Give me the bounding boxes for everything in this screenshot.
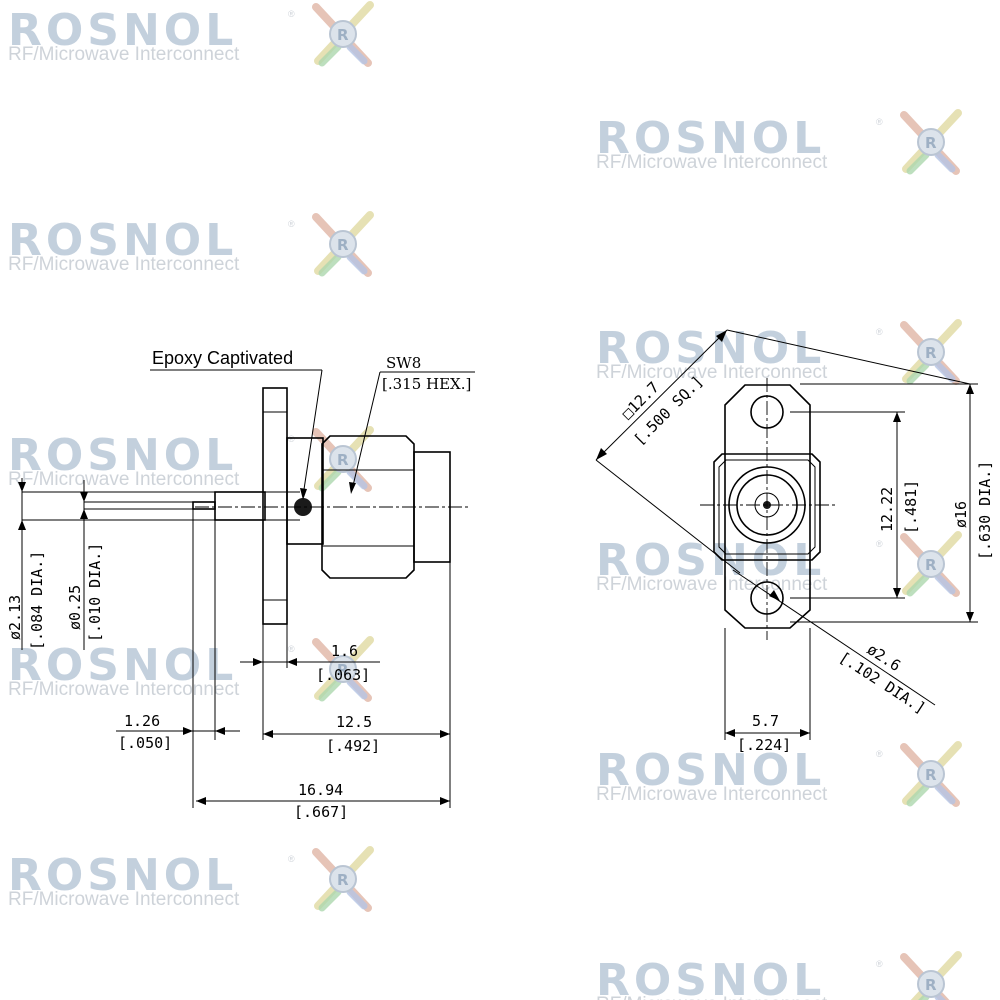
watermark-tagline: RF/Microwave Interconnect: [8, 254, 240, 275]
watermark: ROSNOL ® RF/Microwave Interconnect: [8, 850, 370, 910]
half-width-in: [.224]: [737, 736, 791, 754]
watermark-brand: ROSNOL: [8, 430, 237, 481]
watermark-brand: ROSNOL: [8, 850, 237, 901]
rosnol-logo-icon: [316, 215, 370, 273]
flange-thickness-in: [.063]: [316, 666, 370, 684]
rosnol-logo-icon: [904, 745, 958, 803]
outer-dia-in: [.084 DIA.]: [28, 551, 46, 650]
watermark-tagline: RF/Microwave Interconnect: [8, 44, 240, 65]
outer-dia-mm: ø2.13: [6, 595, 24, 640]
watermark-brand: ROSNOL: [596, 745, 825, 796]
side-view: Epoxy Captivated SW8 [.315 HEX.] ø2.13 […: [6, 348, 475, 821]
watermark-registered: ®: [288, 434, 295, 444]
rosnol-logo-icon: [904, 113, 958, 171]
pin-dia-in: [.010 DIA.]: [86, 543, 104, 642]
watermark-brand: ROSNOL: [596, 113, 825, 164]
pin-extension-mm: 1.26: [124, 712, 160, 730]
watermark-registered: ®: [876, 749, 883, 759]
rosnol-logo-icon: [316, 430, 370, 488]
watermark-tagline: RF/Microwave Interconnect: [8, 469, 240, 490]
body-length-in: [.492]: [326, 737, 380, 755]
overall-length-mm: 16.94: [298, 781, 343, 799]
watermark: ROSNOL ® RF/Microwave Interconnect: [8, 430, 370, 490]
watermark-tagline: RF/Microwave Interconnect: [596, 994, 828, 1000]
watermark: ROSNOL ® RF/Microwave Interconnect: [596, 113, 958, 173]
pin-extension-in: [.050]: [118, 734, 172, 752]
watermark-registered: ®: [288, 644, 295, 654]
watermark-tagline: RF/Microwave Interconnect: [596, 784, 828, 805]
flange-thickness-mm: 1.6: [331, 642, 358, 660]
rosnol-logo-icon: [904, 535, 958, 593]
watermark-registered: ®: [288, 219, 295, 229]
overall-length-in: [.667]: [294, 803, 348, 821]
hole-spacing-in: [.481]: [902, 480, 920, 534]
watermark-registered: ®: [288, 854, 295, 864]
pin-dia-mm: ø0.25: [66, 585, 84, 630]
watermark-tagline: RF/Microwave Interconnect: [596, 574, 828, 595]
watermark: ROSNOL ® RF/Microwave Interconnect: [8, 215, 370, 275]
rosnol-logo-icon: [316, 850, 370, 908]
epoxy-callout-label: Epoxy Captivated: [152, 348, 293, 368]
watermark-registered: ®: [288, 9, 295, 19]
rosnol-logo-icon: [904, 955, 958, 1000]
watermark-registered: ®: [876, 959, 883, 969]
rosnol-logo-icon: [316, 5, 370, 63]
hex-size-inch-label: [.315 HEX.]: [382, 375, 471, 393]
watermark-brand: ROSNOL: [8, 5, 237, 56]
watermark-registered: ®: [876, 539, 883, 549]
watermark-tagline: RF/Microwave Interconnect: [596, 362, 828, 383]
watermark-registered: ®: [876, 327, 883, 337]
hex-size-label: SW8: [386, 354, 421, 372]
watermark: ROSNOL ® RF/Microwave Interconnect: [8, 5, 370, 65]
watermark-brand: ROSNOL: [596, 955, 825, 1000]
watermark-registered: ®: [876, 117, 883, 127]
watermark-tagline: RF/Microwave Interconnect: [8, 679, 240, 700]
half-width-mm: 5.7: [752, 712, 779, 730]
flange-dia-mm: ø16: [952, 501, 970, 528]
watermark: ROSNOL®RF/Microwave Interconnect: [596, 323, 958, 383]
flange-dia-in: [.630 DIA.]: [976, 461, 994, 560]
body-length-mm: 12.5: [336, 713, 372, 731]
watermark-brand: ROSNOL: [8, 215, 237, 266]
watermark: ROSNOL ® RF/Microwave Interconnect: [8, 640, 370, 700]
watermark: ROSNOL ® RF/Microwave Interconnect: [596, 745, 958, 805]
rosnol-logo-icon: [904, 323, 958, 381]
watermark-tagline: RF/Microwave Interconnect: [596, 152, 828, 173]
watermark: ROSNOL ® RF/Microwave Interconnect: [596, 955, 958, 1000]
hole-spacing-mm: 12.22: [878, 487, 896, 532]
watermark-brand: ROSNOL: [8, 640, 237, 691]
watermark-layer: ROSNOL®RF/Microwave InterconnectROSNOL®R…: [8, 5, 958, 1000]
watermark-tagline: RF/Microwave Interconnect: [8, 889, 240, 910]
